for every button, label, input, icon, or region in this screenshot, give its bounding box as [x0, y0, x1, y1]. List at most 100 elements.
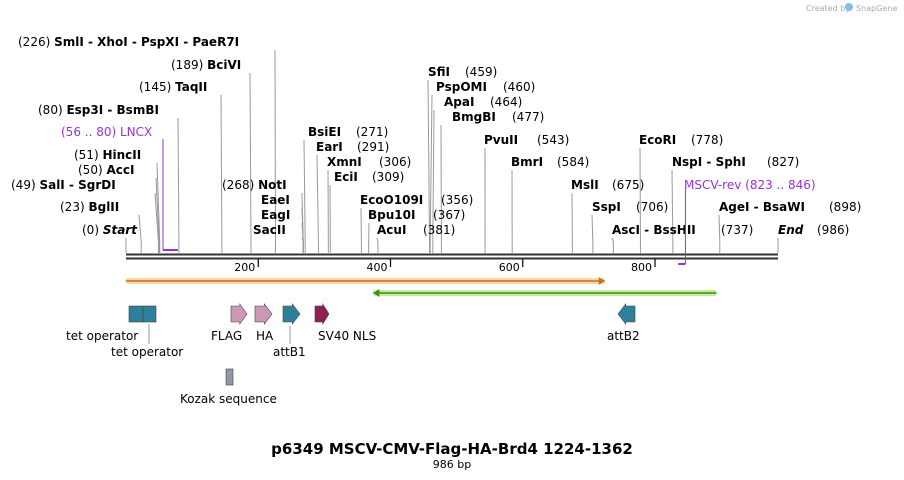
site-name-esp3i-bsmbi: Esp3I - BsmBI	[66, 103, 158, 117]
site-label-sacii: SacII	[253, 223, 286, 237]
feature-attb1-4-label: attB1	[273, 345, 306, 359]
site-label-taqii: (145) TaqII	[139, 80, 207, 94]
site-name-sacii: SacII	[253, 223, 286, 237]
site-line-asci-bsshii	[611, 237, 614, 253]
site-name-nspi-sphi: NspI - SphI	[672, 155, 746, 169]
site-line-pspomi	[429, 94, 433, 253]
feature-kozak-sequence-7-label: Kozak sequence	[180, 392, 277, 406]
site-pos-taqii: (145)	[139, 80, 175, 94]
site-line-bglii	[138, 214, 142, 253]
site-label-acui: AcuI	[377, 223, 406, 237]
orf-arrows	[126, 277, 717, 297]
site-name-acci: AccI	[106, 163, 134, 177]
feature-flag-2-label: FLAG	[211, 329, 242, 343]
site-label-ecoo109i: EcoO109I	[360, 193, 423, 207]
site-line-sacii	[301, 237, 304, 253]
site-pos-acci: (50)	[78, 163, 106, 177]
site-name-agei-bsawi: AgeI - BsaWI	[719, 200, 805, 214]
site-pos-agei-bsawi: (898)	[829, 200, 861, 214]
site-pos-esp3i-bsmbi: (80)	[38, 103, 66, 117]
feature-flag-2-arrow-icon	[230, 303, 248, 325]
site-pos-msli: (675)	[612, 178, 644, 192]
site-pos-bpu10i: (367)	[433, 208, 465, 222]
site-line-esp3i-bsmbi	[177, 117, 180, 253]
site-pos-ecori: (778)	[691, 133, 723, 147]
site-name-smli-xhoi-pspxi-paer7i: SmlI - XhoI - PspXI - PaeR7I	[54, 35, 239, 49]
site-label-asci-bsshii: AscI - BssHII	[612, 223, 696, 237]
site-name-end: End	[778, 223, 804, 237]
site-name-sfii: SfiI	[428, 65, 450, 79]
feature-attb1-4-arrow-icon	[282, 303, 301, 325]
site-pos-acui: (381)	[423, 223, 455, 237]
site-label-start: (0) Start	[82, 223, 138, 237]
site-name-bcivi: BciVI	[207, 58, 241, 72]
site-line-nspi-sphi	[671, 169, 674, 253]
site-pos-smli-xhoi-pspxi-paer7i: (226)	[18, 35, 54, 49]
site-label-ecii: EciI	[334, 170, 358, 184]
feature-attb2-6-arrow-icon	[617, 303, 636, 325]
site-pos-bsiei: (271)	[356, 125, 388, 139]
site-label-msli: MslI	[571, 178, 599, 192]
site-line-bcivi	[249, 72, 252, 253]
site-label-hincii: (51) HincII	[74, 148, 141, 162]
feature-ha-3-label: HA	[256, 329, 274, 343]
site-line-acui	[376, 237, 379, 253]
feature-tet-operator-1-label: tet operator	[111, 345, 183, 359]
site-name-sali-sgrdi: SalI - SgrDI	[39, 178, 115, 192]
site-pos-eari: (291)	[357, 140, 389, 154]
site-line-apai	[432, 109, 435, 253]
site-pos-bmgbi: (477)	[512, 110, 544, 124]
feature-attb2-6-label: attB2	[607, 329, 640, 343]
scale-tick-label-600: 600	[499, 261, 520, 274]
site-label-bmri: BmrI	[511, 155, 543, 169]
primer-mscv-rev-label: MSCV-rev (823 .. 846)	[684, 178, 816, 192]
scale-ticks: 200 400 600 800	[234, 259, 656, 274]
site-lines	[125, 49, 779, 253]
plasmid-size: 986 bp	[433, 458, 471, 471]
scale-tick-label-400: 400	[367, 261, 388, 274]
feature-tet-operator-0-box	[128, 305, 144, 323]
site-label-acci: (50) AccI	[78, 163, 134, 177]
site-pos-sali-sgrdi: (49)	[11, 178, 39, 192]
site-name-eagi: EagI	[261, 208, 290, 222]
site-label-apai: ApaI	[444, 95, 474, 109]
site-label-eagi: EagI	[261, 208, 290, 222]
site-pos-pvuii: (543)	[537, 133, 569, 147]
site-name-bmgbi: BmgBI	[452, 110, 496, 124]
site-name-bsiei: BsiEI	[308, 125, 341, 139]
site-name-eaei: EaeI	[261, 193, 290, 207]
site-pos-bglii: (23)	[60, 200, 88, 214]
site-label-bsiei: BsiEI	[308, 125, 341, 139]
site-pos-sfii: (459)	[465, 65, 497, 79]
site-name-pspomi: PspOMI	[436, 80, 487, 94]
site-pos-start: (0)	[82, 223, 103, 237]
feature-sv40-nls-5-label: SV40 NLS	[318, 329, 376, 343]
site-line-sspi	[591, 214, 594, 253]
site-label-pvuii: PvuII	[484, 133, 518, 147]
site-name-sspi: SspI	[592, 200, 621, 214]
site-line-hincii	[156, 162, 161, 253]
feature-tet-operator-1-box	[142, 305, 157, 323]
site-label-noti: (268) NotI	[222, 178, 287, 192]
site-pos-xmni: (306)	[379, 155, 411, 169]
scale-tick-label-200: 200	[234, 261, 255, 274]
site-label-agei-bsawi: AgeI - BsaWI	[719, 200, 805, 214]
site-line-agei-bsawi	[718, 214, 721, 253]
site-label-bpu10i: Bpu10I	[368, 208, 415, 222]
site-label-esp3i-bsmbi: (80) Esp3I - BsmBI	[38, 103, 159, 117]
site-label-bcivi: (189) BciVI	[171, 58, 241, 72]
site-label-sali-sgrdi: (49) SalI - SgrDI	[11, 178, 116, 192]
site-line-acci	[155, 177, 160, 253]
orf-orange-arrow-icon	[598, 277, 605, 285]
site-pos-end: (986)	[817, 223, 849, 237]
site-label-end: End	[778, 223, 804, 237]
site-pos-nspi-sphi: (827)	[767, 155, 799, 169]
scale-tick-label-800: 800	[631, 261, 652, 274]
site-line-sali-sgrdi	[154, 192, 159, 253]
site-name-ecii: EciI	[334, 170, 358, 184]
site-pos-hincii: (51)	[74, 148, 102, 162]
feature-kozak-sequence-7-box	[225, 368, 234, 386]
site-name-taqii: TaqII	[175, 80, 207, 94]
